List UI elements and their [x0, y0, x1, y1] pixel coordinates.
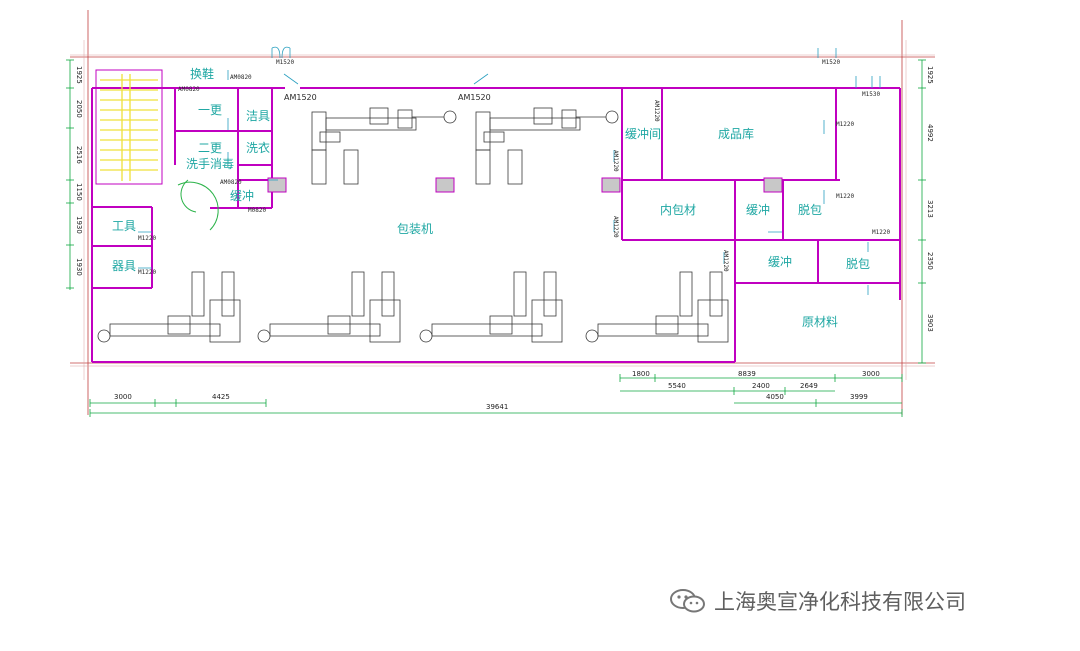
left-dimension-chain — [66, 59, 74, 290]
dim-bottom-4425: 4425 — [212, 393, 230, 401]
wechat-icon — [670, 589, 705, 613]
room-laundry: 洗衣 — [246, 140, 270, 155]
room-buffer-low: 缓冲 — [768, 254, 792, 269]
room-changing-shoes: 换鞋 — [190, 66, 214, 81]
room-inner-material: 内包材 — [660, 203, 696, 217]
dim-left-6: 1930 — [75, 258, 83, 276]
left-dimension-labels: 1925 2050 2516 1150 1930 1930 — [75, 66, 83, 276]
columns — [267, 177, 783, 193]
dim-left-5: 1930 — [75, 216, 83, 234]
room-packaging-machine: 包装机 — [397, 222, 433, 236]
dim-bottom-4050: 4050 — [766, 393, 784, 401]
dim-bottom-5540: 5540 — [668, 382, 686, 390]
packaging-machine-bottom-3 — [419, 271, 563, 343]
door-m1220-a: M1220 — [138, 235, 156, 242]
room-utensils: 器具 — [112, 259, 136, 273]
door-m1220-b: M1220 — [138, 269, 156, 276]
room-buffer-mid: 缓冲 — [746, 202, 770, 217]
watermark-text: 上海奥宣净化科技有限公司 — [714, 590, 966, 614]
room-second-change: 二更 — [198, 141, 222, 155]
room-raw-material: 原材料 — [802, 315, 838, 329]
door-m1530: M1530 — [862, 91, 880, 98]
door-am0820: AM0820 — [178, 86, 200, 93]
room-buffer-left: 缓冲 — [230, 188, 254, 203]
packaging-machine-top-right — [475, 107, 619, 185]
door-am1520-right: AM1520 — [458, 93, 491, 102]
dim-right-1: 1925 — [926, 66, 934, 84]
packaging-machine-bottom-2 — [257, 271, 401, 343]
grid-lines-faint — [70, 40, 935, 380]
dim-bottom-3000-right: 3000 — [862, 370, 880, 378]
door-m1220-d: M1220 — [836, 193, 854, 200]
door-m1520-topright: M1520 — [822, 59, 840, 66]
packaging-machine-top-left — [311, 107, 457, 185]
right-dimension-labels: 1925 4992 3213 2350 3903 — [926, 66, 934, 332]
dim-bottom-2649: 2649 — [800, 382, 818, 390]
dim-bottom-total: 39641 — [486, 403, 508, 411]
room-cleaning-tools: 洁具 — [246, 109, 270, 123]
dim-right-3: 3213 — [926, 200, 934, 218]
room-finished-goods: 成品库 — [718, 126, 754, 141]
dim-right-2: 4992 — [926, 124, 934, 142]
door-am1220-a: AM1220 — [653, 100, 660, 122]
door-swing-arc-2 — [180, 179, 197, 213]
watermark: 上海奥宣净化科技有限公司 — [668, 586, 966, 616]
packaging-machine-bottom-4 — [585, 271, 729, 343]
dim-right-5: 3903 — [926, 314, 934, 332]
walls — [91, 87, 901, 363]
packaging-machine-bottom-1 — [97, 271, 241, 343]
dim-left-1: 1925 — [75, 66, 83, 84]
room-buffer-room: 缓冲间 — [625, 126, 661, 141]
door-am1220-b: AM1220 — [612, 150, 619, 172]
dim-right-4: 2350 — [926, 252, 934, 270]
room-hand-wash: 洗手消毒 — [186, 157, 234, 171]
door-symbols — [138, 46, 881, 295]
bottom-dimension-labels: 1800 8839 3000 5540 2400 2649 3000 4425 … — [114, 370, 880, 411]
door-am0820-b: AM0820 — [230, 74, 252, 81]
bottom-dimension-chain — [89, 374, 903, 417]
dim-bottom-1800: 1800 — [632, 370, 650, 378]
door-am1520-left: AM1520 — [284, 93, 317, 102]
door-am1220-c: AM1220 — [612, 216, 619, 238]
door-swing-arc — [177, 181, 219, 231]
dim-left-2: 2050 — [75, 100, 83, 118]
room-tools: 工具 — [112, 219, 136, 233]
dim-bottom-3000: 3000 — [114, 393, 132, 401]
dim-bottom-2400: 2400 — [752, 382, 770, 390]
room-first-change: 一更 — [198, 103, 222, 117]
dim-left-3: 2516 — [75, 146, 83, 164]
room-labels: 换鞋 一更 洁具 二更 洗手消毒 洗衣 缓冲 工具 器具 包装机 缓冲间 成品库… — [112, 66, 870, 329]
door-labels: AM1520 AM1520 M1520 M1520 M1530 AM0820 A… — [138, 59, 890, 276]
door-m1520-top: M1520 — [276, 59, 294, 66]
door-m1220-c: M1220 — [836, 121, 854, 128]
dim-left-4: 1150 — [75, 183, 83, 201]
staircase — [95, 69, 163, 185]
door-am0820-c: AM0820 — [220, 179, 242, 186]
room-unpack-low: 脱包 — [846, 256, 870, 271]
right-dimension-chain — [918, 59, 926, 364]
room-unpacking: 脱包 — [798, 202, 822, 217]
door-m0820: M0820 — [248, 207, 266, 214]
door-am1220-d: AM1220 — [722, 250, 729, 272]
door-m1220-e: M1220 — [872, 229, 890, 236]
dim-bottom-3999: 3999 — [850, 393, 868, 401]
dim-bottom-8839: 8839 — [738, 370, 756, 378]
